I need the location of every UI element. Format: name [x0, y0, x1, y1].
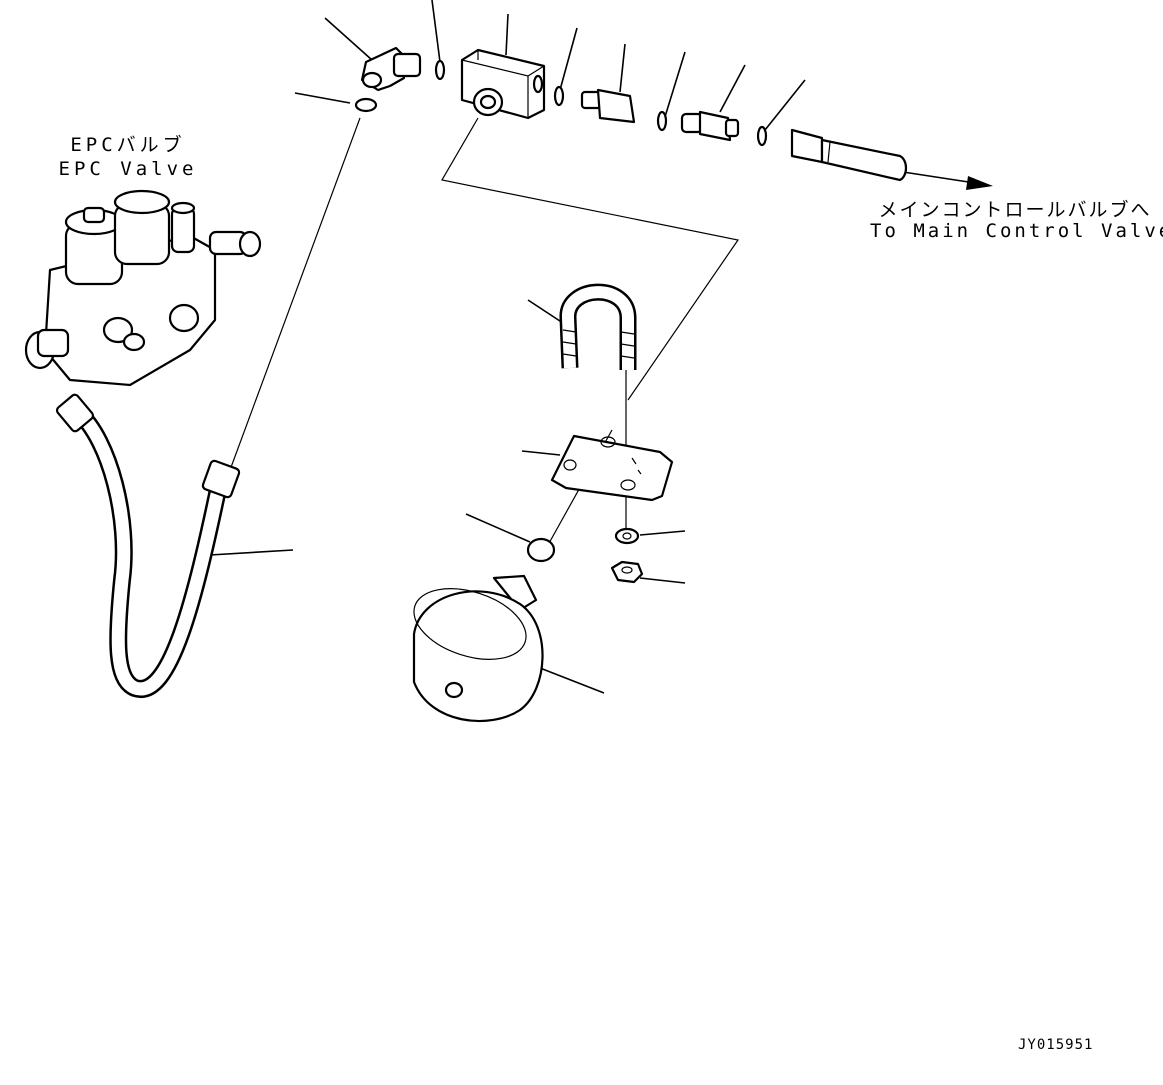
nut-icon: [610, 560, 644, 584]
o-ring-icon: [434, 59, 446, 81]
main-control-valve-label-jp: メインコントロールバルブへ: [878, 199, 1152, 221]
epc-valve-icon: [24, 189, 262, 387]
o-ring-icon: [354, 97, 378, 113]
drawing-code: JY015951: [1018, 1037, 1094, 1053]
epc-valve-label-en: EPC Valve: [58, 158, 198, 180]
connector-icon: [680, 110, 740, 142]
hose-end-icon: [790, 128, 908, 182]
o-ring-icon: [756, 125, 768, 147]
o-ring-icon: [656, 110, 668, 132]
bracket-icon: [550, 434, 674, 502]
hose-icon: [55, 393, 241, 698]
washer-icon: [614, 527, 640, 545]
accumulator-icon: [412, 574, 544, 723]
u-bolt-icon: [559, 283, 637, 370]
elbow-fitting-icon: [360, 46, 422, 92]
adapter-icon: [580, 88, 636, 124]
leader-lines: [209, 0, 806, 694]
cap-icon: [526, 537, 556, 563]
o-ring-icon: [553, 85, 565, 107]
main-control-valve-label-en: To Main Control Valve: [870, 220, 1163, 242]
epc-valve-label-jp: EPCバルブ: [70, 134, 186, 156]
block-fitting-icon: [460, 48, 546, 120]
